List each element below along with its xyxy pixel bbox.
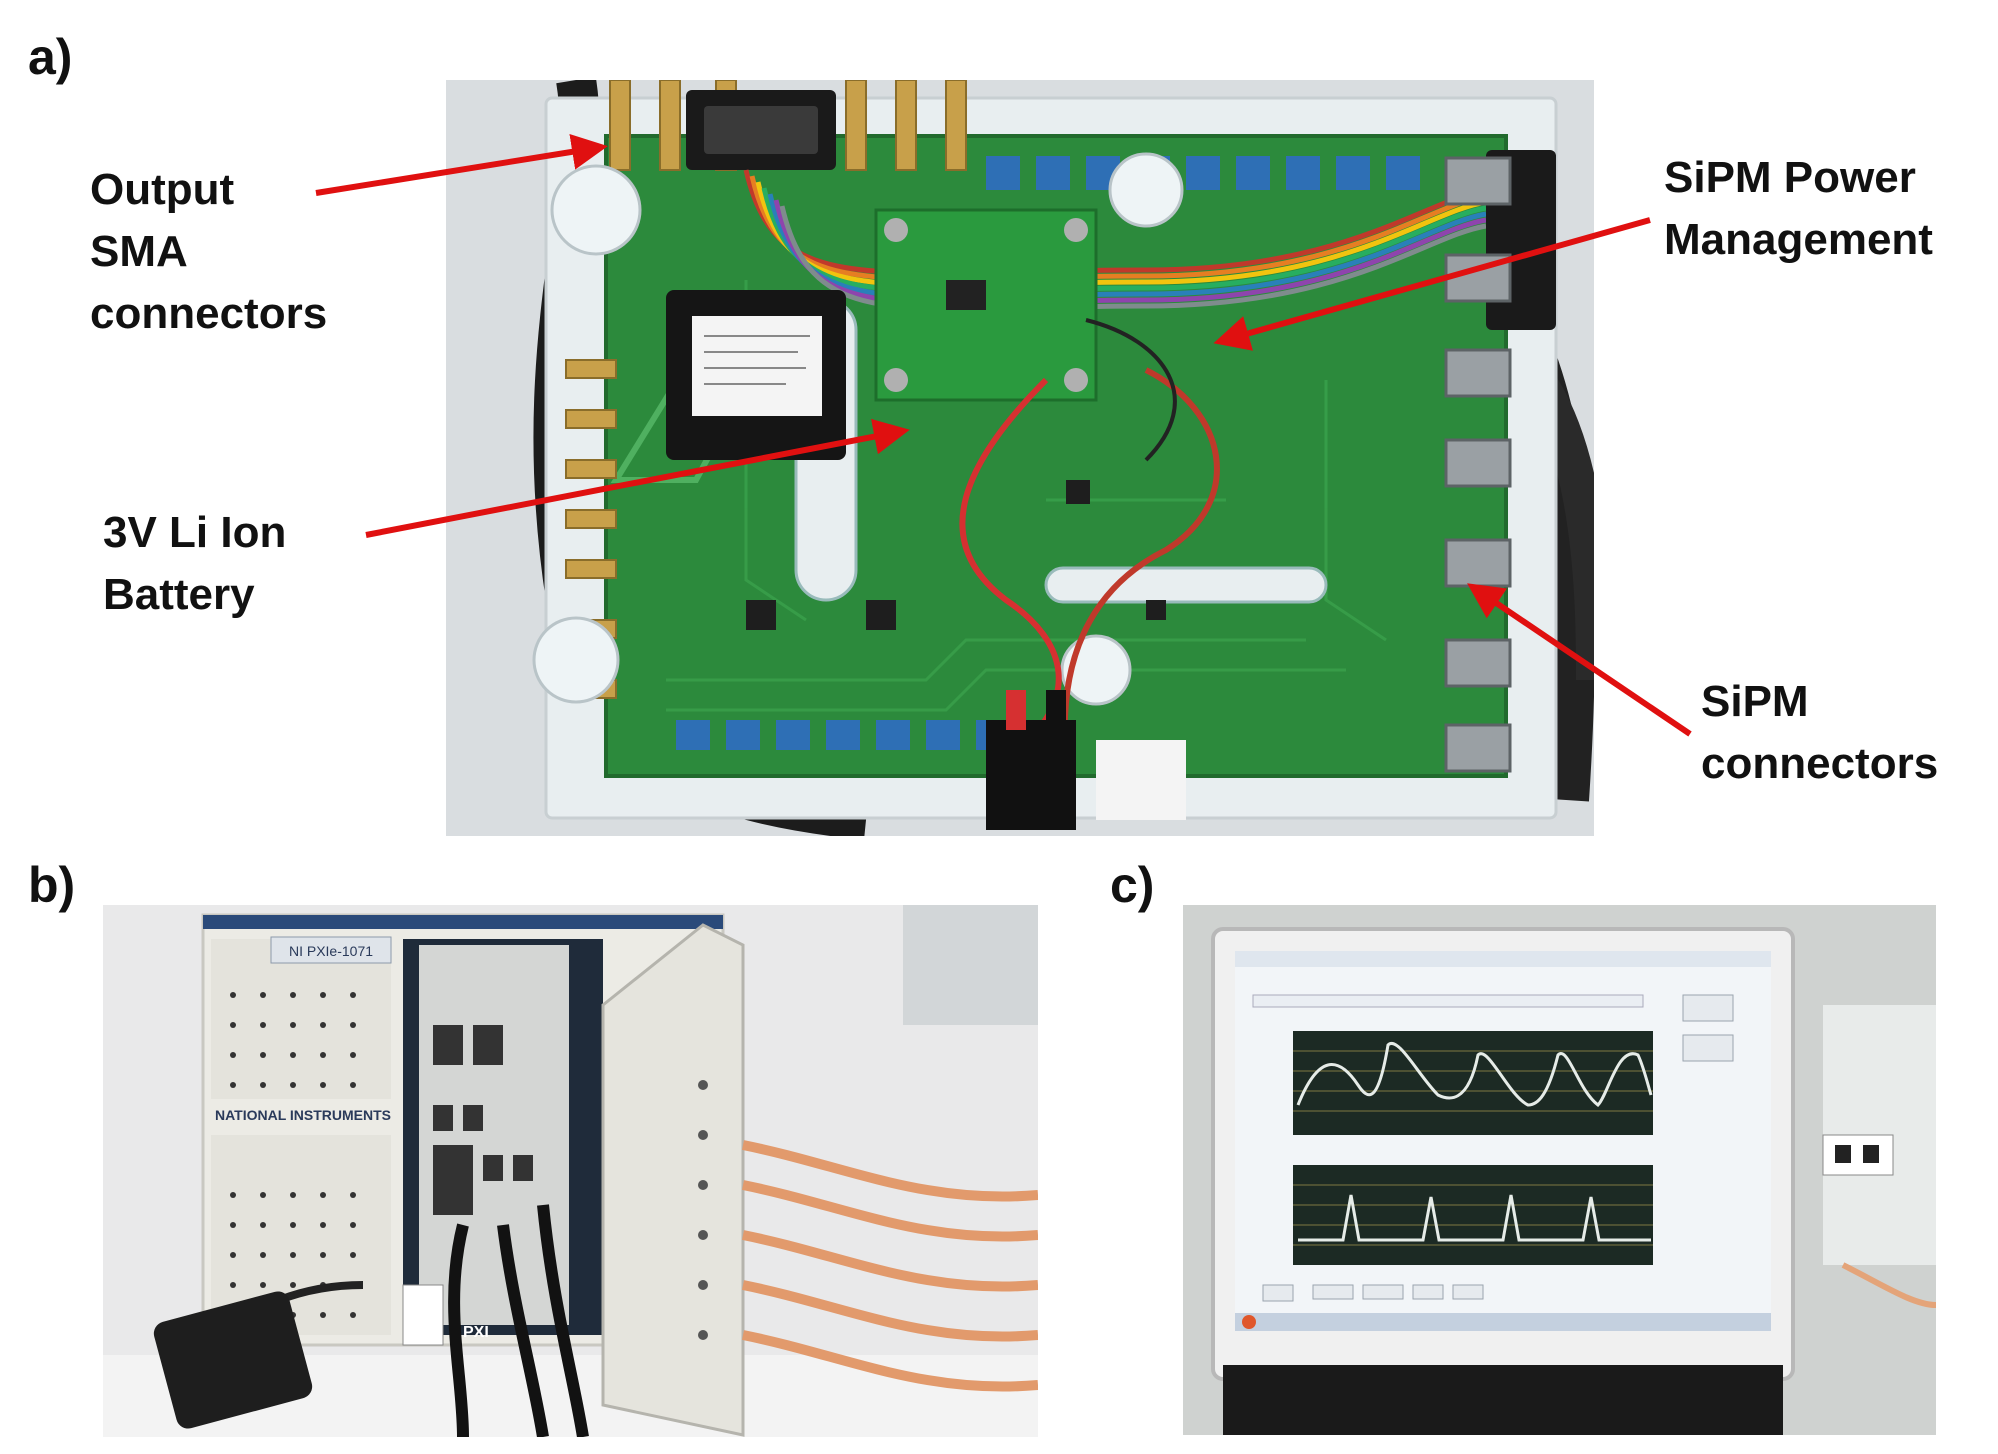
callout-sipm-power-line-2: Management [1664,215,1933,264]
callout-output-sma-line-3: connectors [90,289,328,338]
arrow-battery [365,418,910,538]
arrow-output-sma [315,134,608,196]
chassis-model-label: NI PXIe-1071 [289,943,373,959]
callout-sipm-connectors-line-2: connectors [1701,739,1939,788]
callout-sipm-connectors-line-1: SiPM [1701,677,1809,726]
pcb-photo [446,80,1594,836]
callout-battery: 3V Li Ion Battery [103,502,286,626]
pxi-label: PXI [463,1324,489,1341]
panel-label-a: a) [28,29,73,85]
arrow-sipm-power [1213,217,1651,351]
chassis-brand-label: NATIONAL INSTRUMENTS [215,1107,391,1123]
ni-chassis-photo: NI PXIe-1071 NATIONAL INSTRUMENTS PXI [103,905,1038,1437]
monitor-photo [1183,905,1936,1435]
arrow-sipm-connectors [1467,583,1692,737]
callout-battery-line-2: Battery [103,570,255,619]
callout-output-sma: Output SMA connectors [90,159,327,345]
callout-sipm-connectors: SiPM connectors [1701,671,1938,795]
panel-label-b: b) [28,857,76,913]
panel-label-c: c) [1110,857,1155,913]
callout-output-sma-line-1: Output [90,165,235,214]
callout-sipm-power: SiPM Power Management [1664,147,1933,271]
callout-sipm-power-line-1: SiPM Power [1664,153,1916,202]
callout-battery-line-1: 3V Li Ion [103,508,287,557]
callout-output-sma-line-2: SMA [90,227,188,276]
